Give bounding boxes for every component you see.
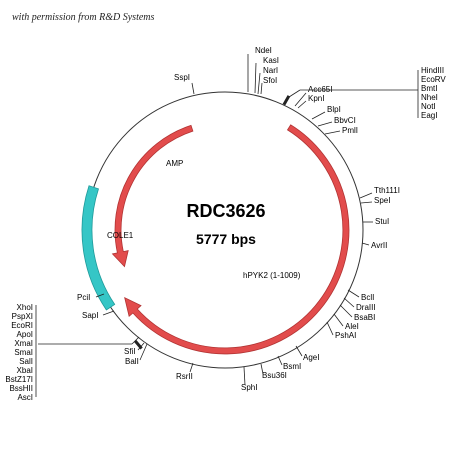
leader-kpni (297, 100, 307, 109)
feature-label-cole1: COLE1 (107, 231, 134, 240)
cluster-left-item: XhoI (17, 303, 33, 312)
leader-bsu36i (260, 363, 264, 375)
credit-text: with permission from R&D Systems (12, 12, 155, 23)
leader-pshai (326, 321, 334, 336)
site-ndei: NdeI (255, 46, 272, 55)
site-draiii: DraIII (356, 303, 376, 312)
site-bsabi: BsaBI (354, 313, 375, 322)
cluster-right: HindIII EcoRV BmtI NheI NotI EagI (288, 66, 446, 120)
leader-draiii (343, 297, 355, 308)
cluster-left-item: SmaI (14, 348, 33, 357)
site-kasi: KasI (263, 56, 279, 65)
cluster-right-item: EagI (421, 111, 437, 120)
backbone-circle (86, 91, 364, 369)
leader-bsabi (339, 304, 353, 318)
leader-blpi (311, 111, 326, 120)
site-sspi: SspI (174, 73, 190, 82)
cluster-left-item: SalI (19, 357, 33, 366)
amp-feature-arc (111, 124, 194, 268)
leader-bbvci (317, 121, 333, 127)
cluster-left-leader-b (131, 336, 140, 345)
cluster-left: XhoI PspXI EcoRI ApoI XmaI SmaI SalI Xba… (5, 303, 140, 402)
site-avrii: AvrII (371, 241, 387, 250)
site-bsmi: BsmI (283, 362, 301, 371)
cluster-left-item: ApoI (17, 330, 33, 339)
leader-tth111i (359, 192, 373, 199)
cluster-left-item: XmaI (14, 339, 33, 348)
cluster-right-item: EcoRV (421, 75, 446, 84)
leader-pmli (324, 130, 341, 135)
site-alei: AleI (345, 322, 359, 331)
site-blpi: BlpI (327, 105, 341, 114)
cluster-right-leader-a (288, 89, 301, 98)
plasmid-name: RDC3626 (186, 201, 265, 221)
cluster-left-item: BssHII (9, 384, 33, 393)
site-labels: SspI NdeI KasI NarI SfoI Acc65I KpnI Blp… (77, 46, 400, 392)
cluster-right-item: NotI (421, 102, 436, 111)
site-bsu36i: Bsu36I (262, 371, 287, 380)
site-bbvci: BbvCI (334, 116, 356, 125)
hpyk2-feature-arc (124, 124, 350, 355)
site-kpni: KpnI (308, 94, 324, 103)
site-spei: SpeI (374, 196, 390, 205)
leader-sfii (137, 342, 145, 351)
cluster-left-item: AscI (17, 393, 33, 402)
leader-sspi (191, 82, 195, 95)
cluster-right-item: NheI (421, 93, 438, 102)
leader-bali (139, 343, 148, 361)
leader-acc65i (294, 92, 307, 107)
leader-bsmi (277, 355, 283, 366)
site-sfoi: SfoI (263, 76, 277, 85)
cluster-left-item: EcoRI (11, 321, 33, 330)
site-sapi: SapI (82, 311, 98, 320)
cluster-right-item: HindIII (421, 66, 444, 75)
site-sphi: SphI (241, 383, 257, 392)
site-sfii: SfiI (124, 347, 136, 356)
leader-alei (333, 313, 344, 327)
cluster-left-item: XbaI (17, 366, 33, 375)
cluster-left-item: BstZ17I (5, 375, 33, 384)
leader-bcli (347, 289, 360, 298)
cole1-feature-arc (81, 185, 116, 311)
leader-agei (295, 345, 303, 357)
leader-rsrii (189, 362, 194, 373)
leader-pcii (95, 293, 105, 298)
feature-label-hpyk2: hPYK2 (1-1009) (243, 271, 301, 280)
leader-nari (257, 72, 261, 95)
cluster-left-item: PspXI (12, 312, 33, 321)
site-tth111i: Tth111I (374, 186, 400, 195)
leader-kasi (254, 62, 257, 94)
site-pmli: PmlI (342, 126, 358, 135)
site-pshai: PshAI (335, 331, 356, 340)
site-rsrii: RsrII (176, 372, 193, 381)
site-nari: NarI (263, 66, 278, 75)
leader-avrii (361, 242, 370, 246)
site-stui: StuI (375, 217, 389, 226)
site-pcii: PciI (77, 293, 90, 302)
plasmid-size: 5777 bps (196, 231, 256, 247)
feature-label-amp: AMP (166, 159, 183, 168)
cluster-right-item: BmtI (421, 84, 437, 93)
site-bali: BalI (125, 357, 139, 366)
cluster-right-mark (282, 95, 291, 106)
site-agei: AgeI (303, 353, 319, 362)
leader-sphi (243, 366, 246, 386)
leader-spei (360, 201, 373, 204)
leader-sapi (102, 310, 115, 316)
site-acc65i: Acc65I (308, 85, 332, 94)
leader-sfoi (260, 82, 263, 95)
site-leaders (95, 54, 373, 386)
site-bcli: BclI (361, 293, 374, 302)
